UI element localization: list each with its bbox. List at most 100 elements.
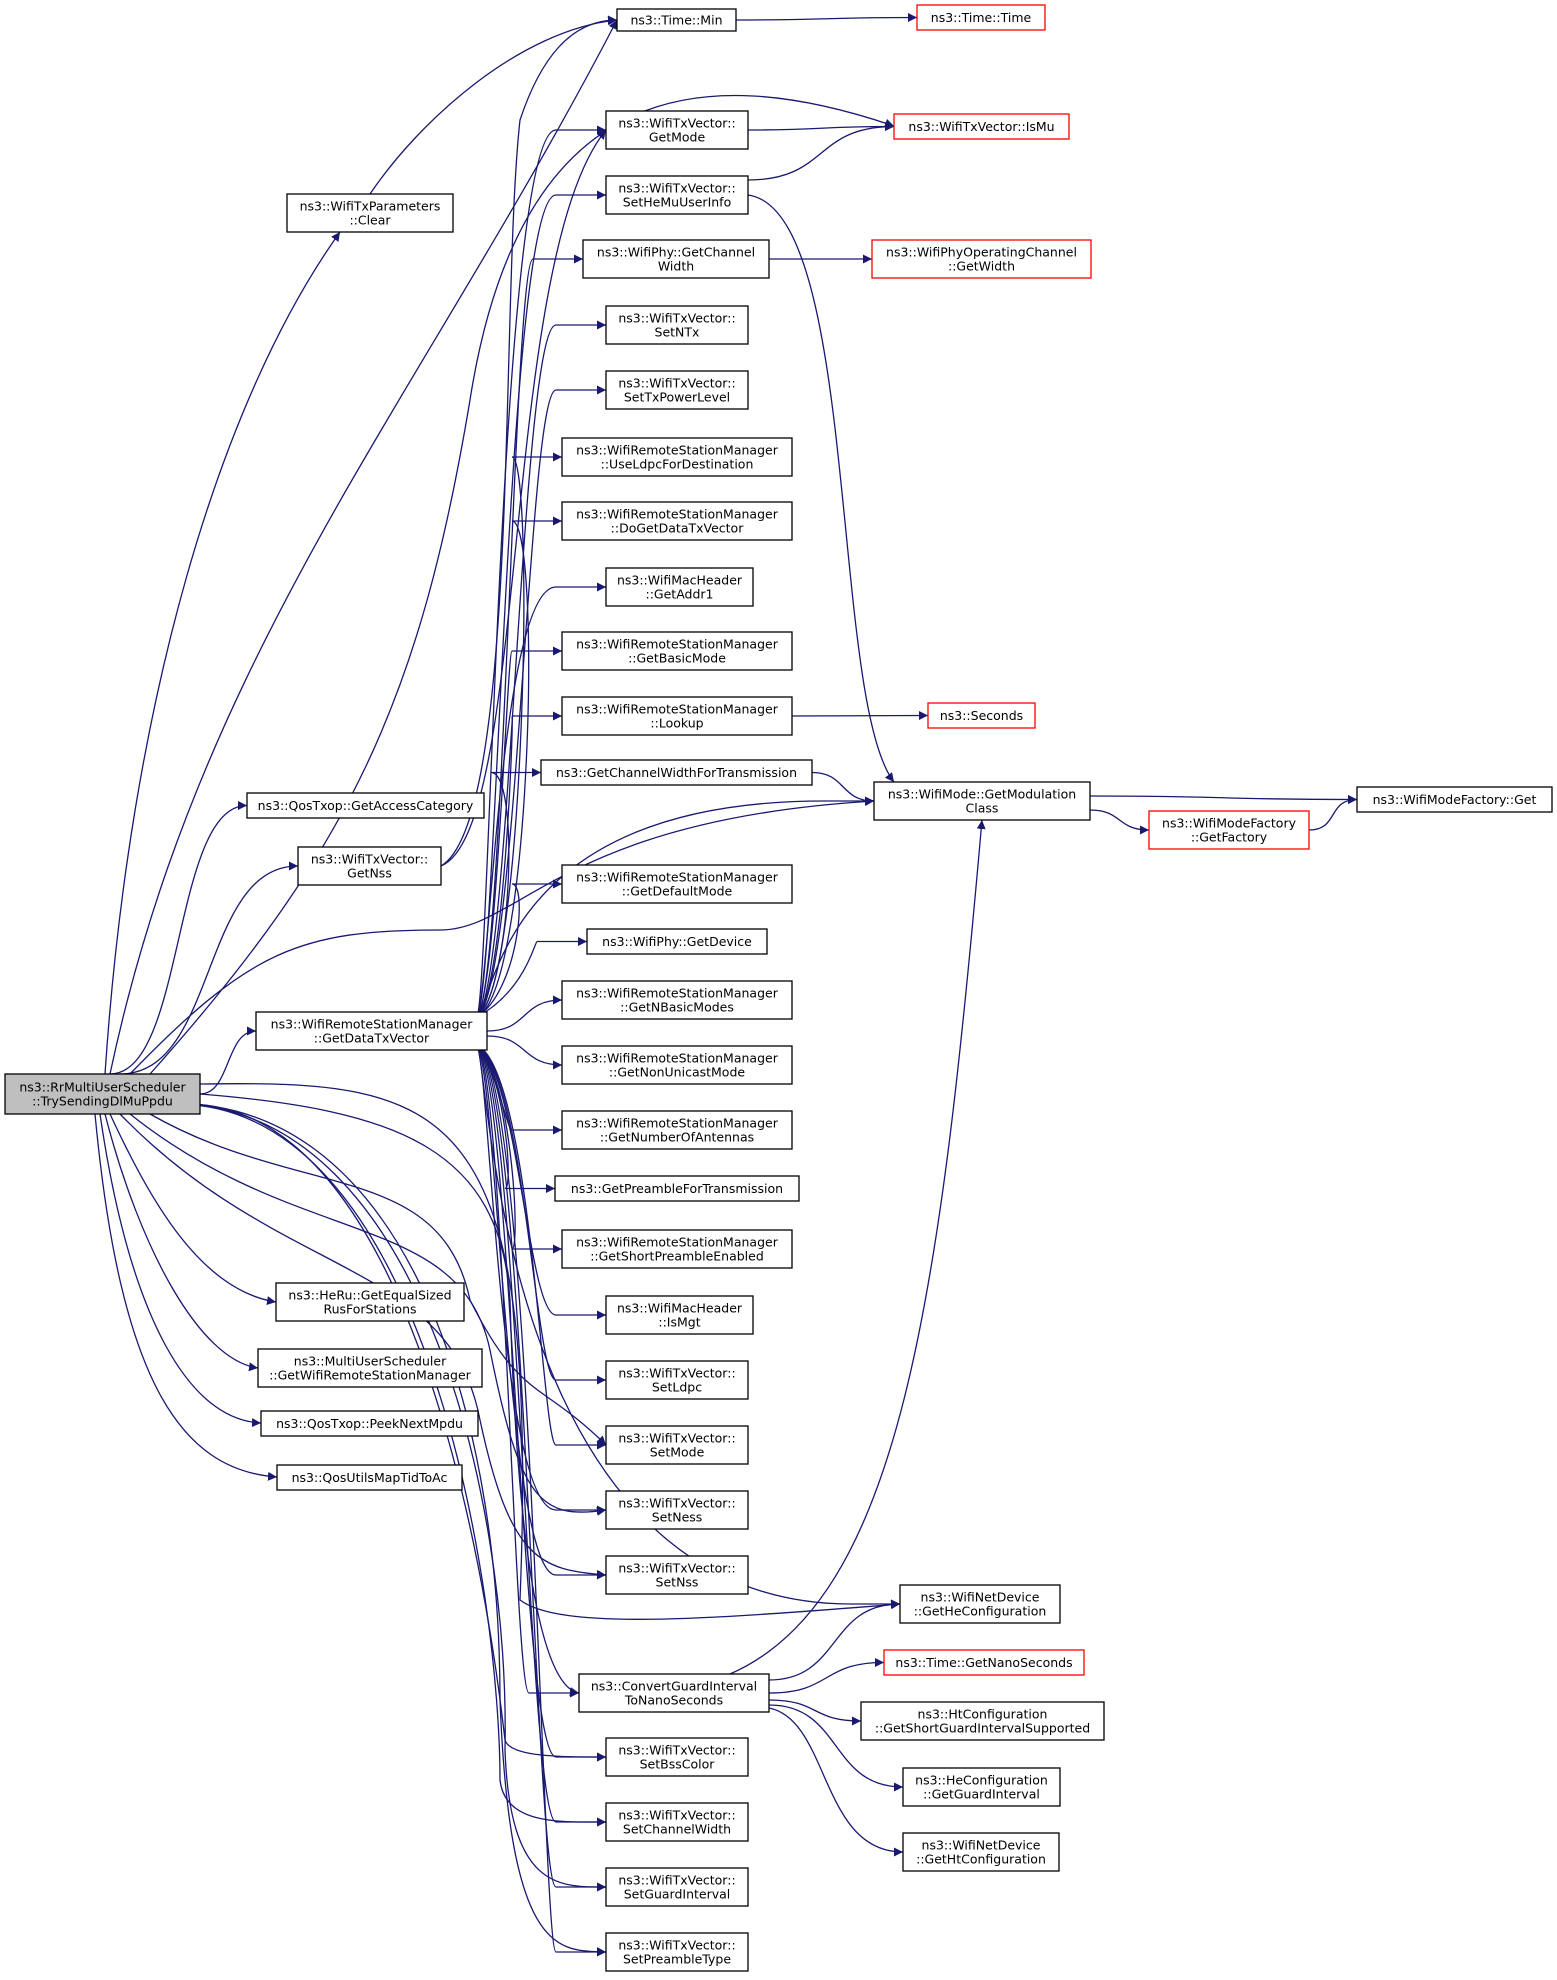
node-lookup[interactable]: ns3::WifiRemoteStationManager::Lookup <box>561 696 793 736</box>
node-txpclear[interactable]: ns3::WifiTxParameters::Clear <box>286 193 454 233</box>
edge-lookup-seconds <box>791 711 929 721</box>
node-label: ns3::WifiTxVector:: <box>618 1938 735 1953</box>
node-setpre[interactable]: ns3::WifiTxVector::SetPreambleType <box>605 1932 749 1972</box>
node-getbasic[interactable]: ns3::WifiRemoteStationManager::GetBasicM… <box>561 631 793 671</box>
node-label: ::GetShortPreambleEnabled <box>590 1249 764 1264</box>
node-dogetdtx[interactable]: ns3::WifiRemoteStationManager::DoGetData… <box>561 501 793 541</box>
node-setchw[interactable]: ns3::WifiTxVector::SetChannelWidth <box>605 1802 749 1842</box>
node-label: ns3::HeRu::GetEqualSized <box>288 1288 451 1303</box>
edge-getdtx-getdefmode <box>476 879 562 1018</box>
node-modfget[interactable]: ns3::WifiModeFactory::Get <box>1356 786 1553 813</box>
node-label: ns3::WifiMacHeader <box>617 1301 743 1316</box>
node-setldpc[interactable]: ns3::WifiTxVector::SetLdpc <box>605 1360 749 1400</box>
node-getdevice[interactable]: ns3::WifiPhy::GetDevice <box>586 928 768 955</box>
node-modfgetf[interactable]: ns3::WifiModeFactory::GetFactory <box>1148 810 1310 850</box>
edge-convgi-gethecfg <box>768 1599 901 1681</box>
node-label: ns3::WifiTxVector:: <box>618 1873 735 1888</box>
node-label: ns3::WifiMode::GetModulation <box>888 787 1076 802</box>
edge-line <box>476 768 541 1018</box>
node-setnss[interactable]: ns3::WifiTxVector::SetNss <box>605 1555 749 1595</box>
node-ismu[interactable]: ns3::WifiTxVector::IsMu <box>893 113 1070 140</box>
edge-line <box>369 16 618 195</box>
edge-line <box>1089 809 1150 835</box>
node-getnonuni[interactable]: ns3::WifiRemoteStationManager::GetNonUni… <box>561 1045 793 1085</box>
edge-line <box>747 194 895 783</box>
node-getaddr1[interactable]: ns3::WifiMacHeader::GetAddr1 <box>605 567 754 607</box>
edge-line <box>476 1044 606 1827</box>
node-getchw[interactable]: ns3::WifiPhy::GetChannelWidth <box>582 239 770 279</box>
node-box <box>605 1737 749 1777</box>
node-hegi[interactable]: ns3::HeConfiguration::GetGuardInterval <box>902 1767 1061 1807</box>
edge-getdtx-setnss <box>476 1044 606 1580</box>
node-box <box>1148 810 1310 850</box>
edge-root-getrsm <box>104 1113 259 1372</box>
node-sethemu[interactable]: ns3::WifiTxVector::SetHeMuUserInfo <box>605 175 749 215</box>
node-label: ns3::WifiTxVector:: <box>618 181 735 196</box>
edge-line <box>476 320 606 1018</box>
node-settxpl[interactable]: ns3::WifiTxVector::SetTxPowerLevel <box>605 370 749 410</box>
node-getmode[interactable]: ns3::WifiTxVector::GetMode <box>605 110 749 150</box>
edge-convgi-getns <box>768 1658 885 1694</box>
node-seconds[interactable]: ns3::Seconds <box>927 702 1036 729</box>
node-box <box>561 1229 793 1269</box>
edge-convgi-hegi <box>768 1704 904 1792</box>
edge-line <box>476 646 562 1018</box>
node-label: SetNTx <box>655 325 700 340</box>
node-time[interactable]: ns3::Time::Time <box>916 4 1046 31</box>
node-htsgi[interactable]: ns3::HtConfiguration::GetShortGuardInter… <box>860 1701 1105 1741</box>
node-setness[interactable]: ns3::WifiTxVector::SetNess <box>605 1490 749 1530</box>
node-box <box>605 175 749 215</box>
node-label: SetGuardInterval <box>624 1887 731 1902</box>
node-box <box>927 702 1036 729</box>
node-ismgt[interactable]: ns3::WifiMacHeader::IsMgt <box>605 1295 754 1335</box>
node-getshortpre[interactable]: ns3::WifiRemoteStationManager::GetShortP… <box>561 1229 793 1269</box>
node-label: ::GetBasicMode <box>628 651 726 666</box>
node-label: ns3::WifiNetDevice <box>922 1838 1041 1853</box>
node-getdtx[interactable]: ns3::WifiRemoteStationManager::GetDataTx… <box>255 1011 488 1051</box>
node-peek[interactable]: ns3::QosTxop::PeekNextMpdu <box>260 1410 479 1437</box>
edge-line <box>476 1044 579 1698</box>
node-getnss[interactable]: ns3::WifiTxVector::GetNss <box>297 846 442 886</box>
node-box <box>605 1360 749 1400</box>
node-box <box>554 1175 800 1202</box>
node-min[interactable]: ns3::Time::Min <box>616 8 737 32</box>
edge-root-getnss <box>119 861 299 1075</box>
node-getdefmode[interactable]: ns3::WifiRemoteStationManager::GetDefaul… <box>561 864 793 904</box>
edge-line <box>747 122 895 181</box>
node-label: ns3::Time::Min <box>630 13 722 28</box>
node-label: ns3::WifiRemoteStationManager <box>576 637 779 652</box>
node-label: ns3::WifiTxVector:: <box>618 1808 735 1823</box>
node-label: ns3::Seconds <box>940 708 1023 723</box>
node-box <box>605 305 749 345</box>
nodes: ns3::RrMultiUserScheduler::TrySendingDlM… <box>4 4 1553 1972</box>
edge-line <box>476 125 606 1018</box>
node-getnbasic[interactable]: ns3::WifiRemoteStationManager::GetNBasic… <box>561 980 793 1020</box>
node-getrsm[interactable]: ns3::MultiUserScheduler::GetWifiRemoteSt… <box>257 1348 483 1388</box>
node-label: ns3::Time::GetNanoSeconds <box>895 1655 1072 1670</box>
node-getnant[interactable]: ns3::WifiRemoteStationManager::GetNumber… <box>561 1110 793 1150</box>
edge-line <box>199 1026 257 1095</box>
node-setbss[interactable]: ns3::WifiTxVector::SetBssColor <box>605 1737 749 1777</box>
node-getchwtx[interactable]: ns3::GetChannelWidthForTransmission <box>540 759 813 786</box>
node-getac[interactable]: ns3::QosTxop::GetAccessCategory <box>246 792 485 819</box>
edge-line <box>486 1035 563 1070</box>
node-setgi[interactable]: ns3::WifiTxVector::SetGuardInterval <box>605 1867 749 1907</box>
node-useldpc[interactable]: ns3::WifiRemoteStationManager::UseLdpcFo… <box>561 437 793 477</box>
edge-root-ismu <box>149 94 895 1075</box>
node-gethtcfg[interactable]: ns3::WifiNetDevice::GetHtConfiguration <box>902 1832 1060 1872</box>
node-box <box>871 239 1092 279</box>
node-tidtoac[interactable]: ns3::QosUtilsMapTidToAc <box>276 1464 463 1491</box>
node-getns[interactable]: ns3::Time::GetNanoSeconds <box>883 1649 1085 1676</box>
node-setmode[interactable]: ns3::WifiTxVector::SetMode <box>605 1425 749 1465</box>
node-root[interactable]: ns3::RrMultiUserScheduler::TrySendingDlM… <box>4 1073 201 1115</box>
node-opchw[interactable]: ns3::WifiPhyOperatingChannel::GetWidth <box>871 239 1092 279</box>
node-label: ns3::QosTxop::GetAccessCategory <box>258 798 474 813</box>
node-gethecfg[interactable]: ns3::WifiNetDevice::GetHeConfiguration <box>899 1584 1061 1624</box>
node-label: GetNss <box>347 866 392 881</box>
node-setntx[interactable]: ns3::WifiTxVector::SetNTx <box>605 305 749 345</box>
node-getpreamble[interactable]: ns3::GetPreambleForTransmission <box>554 1175 800 1202</box>
